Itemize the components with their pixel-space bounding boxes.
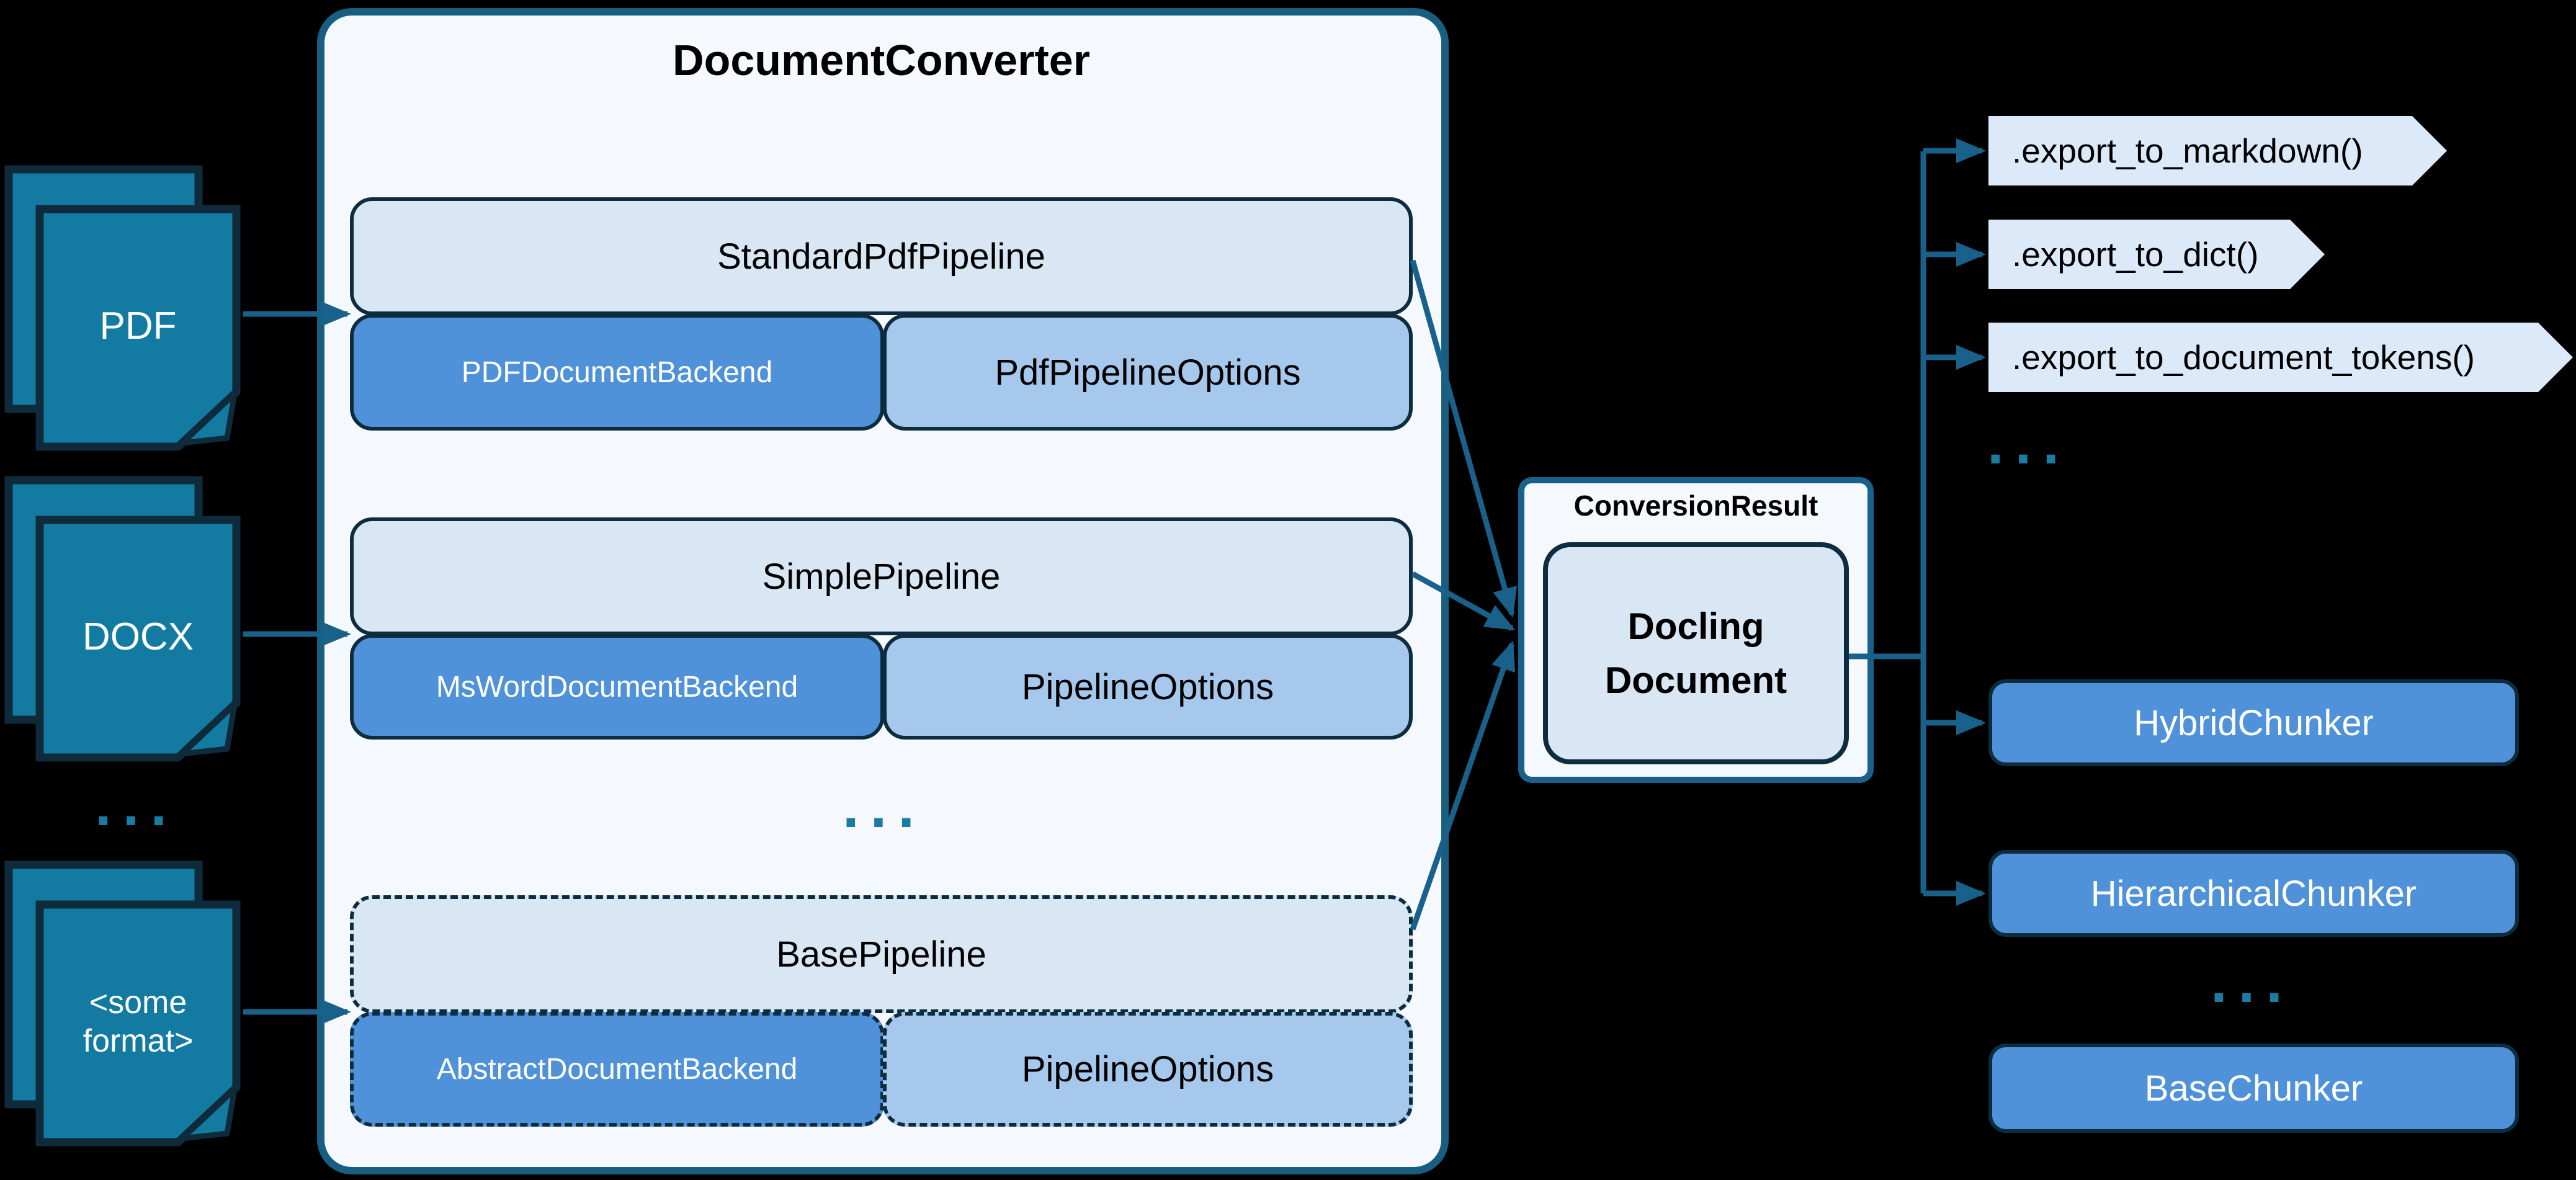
exports-ellipsis: ... [1948,411,2109,476]
abstract-document-backend-box: AbstractDocumentBackend [350,1012,884,1127]
simple-pipeline-box: SimplePipeline [350,517,1413,635]
pdf-label: PDF [99,304,177,347]
export-to-dict-chevron: .export_to_dict() [1988,220,2325,289]
pipeline-label: BasePipeline [776,934,986,975]
base-chunker-box: BaseChunker [1988,1044,2519,1133]
pipeline-options-box: PipelineOptions [883,634,1413,740]
docx-label: DOCX [82,615,194,658]
folded-corner [179,391,238,446]
folded-corner [179,1086,238,1142]
chunker-label: BaseChunker [2144,1068,2363,1109]
pdf-documents-icon: PDF [0,160,248,455]
input-ellipsis: ... [37,771,236,839]
conversion-result-label: ConversionResult [1573,489,1818,522]
hybrid-chunker-box: HybridChunker [1988,679,2519,766]
export-method-label: .export_to_dict() [2012,235,2259,274]
export-method-label: .export_to_markdown() [2012,132,2363,170]
msword-document-backend-box: MsWordDocumentBackend [350,634,884,740]
backend-label: MsWordDocumentBackend [436,670,798,704]
options-label: PipelineOptions [1021,1049,1274,1089]
ellipsis-dots: ... [1987,409,2070,476]
chunker-label: HierarchicalChunker [2090,873,2417,914]
docling-document-box: Docling Document [1543,542,1849,764]
base-pipeline-options-box: PipelineOptions [883,1012,1413,1127]
base-pipeline-box: BasePipeline [350,895,1413,1013]
options-label: PdfPipelineOptions [995,352,1301,393]
other-format-documents-icon: <some format> [0,856,248,1150]
ellipsis-dots: ... [842,773,926,840]
pdf-document-backend-box: PDFDocumentBackend [350,314,884,431]
converter-ellipsis: ... [791,774,977,839]
folded-corner [179,702,238,757]
pipeline-label: SimplePipeline [762,556,1001,597]
stacked-pages-icon [4,476,241,762]
backend-label: AbstractDocumentBackend [436,1053,798,1086]
ellipsis-dots: ... [94,772,178,838]
pdf-pipeline-options-box: PdfPipelineOptions [883,314,1413,431]
export-method-label: .export_to_document_tokens() [2012,338,2475,377]
export-to-document-tokens-chevron: .export_to_document_tokens() [1988,323,2573,392]
stacked-pages-icon [4,860,241,1146]
options-label: PipelineOptions [1021,666,1274,707]
docx-documents-icon: DOCX [0,471,248,766]
backend-label: PDFDocumentBackend [461,355,773,389]
chunkers-ellipsis: ... [2159,949,2345,1014]
export-to-markdown-chevron: .export_to_markdown() [1988,116,2447,185]
docling-document-label: Docling Document [1604,606,1787,701]
document-converter-title: DocumentConverter [673,36,1090,84]
chunker-label: HybridChunker [2134,702,2374,743]
standard-pdf-pipeline-box: StandardPdfPipeline [350,197,1413,315]
hierarchical-chunker-box: HierarchicalChunker [1988,850,2519,937]
pipeline-label: StandardPdfPipeline [717,236,1045,277]
stacked-pages-icon [4,165,241,451]
other-format-label: <some format> [83,984,194,1059]
ellipsis-dots: ... [2210,948,2294,1015]
